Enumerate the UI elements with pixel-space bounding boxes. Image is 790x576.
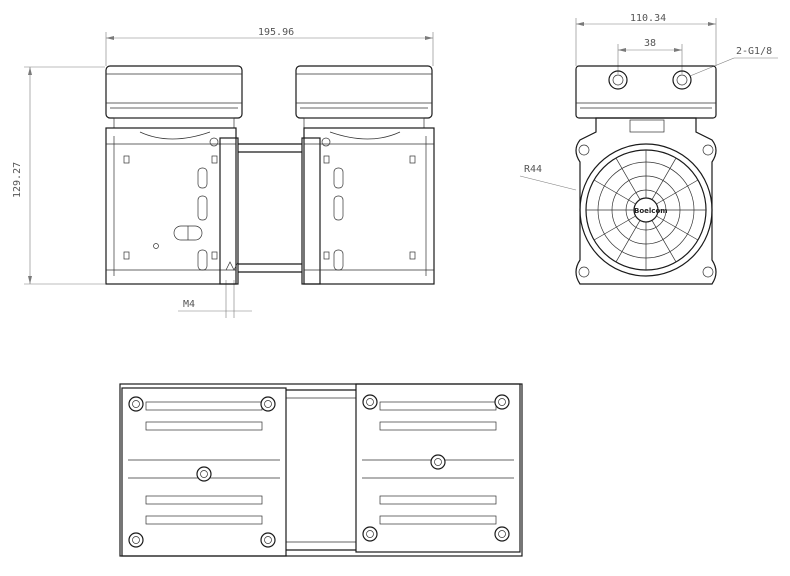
screw-center	[498, 530, 506, 538]
cooling-fin	[379, 421, 497, 431]
screw-head	[494, 394, 510, 410]
screw-center	[498, 398, 506, 406]
front-view: 195.96 129.27 M4	[12, 27, 435, 318]
mount-hole-bottom-left	[578, 266, 590, 278]
screw-head	[128, 532, 144, 548]
screw-head	[494, 526, 510, 542]
port-spacing-text: 38	[644, 38, 656, 49]
screw-head	[362, 394, 378, 410]
port-spacing-dimension: 38	[617, 38, 683, 74]
screw-center	[200, 470, 208, 478]
fan-radius-text: R44	[524, 164, 542, 175]
fan-spoke	[615, 220, 641, 263]
fan-guard: Boelcom	[579, 143, 713, 277]
cooling-fin	[145, 401, 263, 411]
top-view-frame	[119, 383, 523, 557]
left-pump-head	[105, 65, 243, 129]
side-view: 110.34 38 2-G1/8 R44	[519, 13, 778, 285]
fan-radius-callout: R44	[519, 164, 577, 191]
fan-spoke	[656, 215, 699, 241]
inlet-port	[608, 70, 628, 90]
screw-center	[366, 398, 374, 406]
fan-spoke	[656, 179, 699, 205]
top-view	[119, 383, 523, 557]
right-head-plate	[355, 383, 521, 553]
ports-callout: 2-G1/8	[689, 46, 778, 77]
motor-housing	[575, 117, 717, 285]
fan-spoke	[615, 157, 641, 200]
fan-brand-label: Boelcom	[634, 207, 668, 215]
width-dimension-text: 195.96	[258, 27, 294, 38]
cooling-fin	[379, 515, 497, 525]
side-width-dimension-text: 110.34	[630, 13, 666, 24]
mount-hole-top-left	[578, 144, 590, 156]
screw-center	[366, 530, 374, 538]
screw-center	[264, 400, 272, 408]
center-connector	[219, 137, 321, 285]
screw-head	[362, 526, 378, 542]
mount-hole-bottom-right	[702, 266, 714, 278]
right-pump-head	[295, 65, 433, 129]
height-dimension-text: 129.27	[12, 162, 23, 198]
fan-spoke	[651, 220, 677, 263]
outlet-port	[672, 70, 692, 90]
cooling-fin	[145, 515, 263, 525]
right-pump-body	[303, 127, 435, 285]
side-width-dimension: 110.34	[575, 13, 717, 66]
left-pump-body	[105, 127, 237, 285]
fan-spoke	[651, 157, 677, 200]
left-head-plate	[121, 387, 287, 557]
cooling-fin	[379, 495, 497, 505]
cooling-fin	[145, 421, 263, 431]
screw-center	[132, 536, 140, 544]
fan-spoke	[593, 215, 636, 241]
thread-dimension-text: M4	[183, 299, 195, 310]
fan-spoke	[593, 179, 636, 205]
height-dimension: 129.27	[12, 66, 105, 285]
screw-head	[260, 396, 276, 412]
screw-head	[196, 466, 212, 482]
cooling-fin	[379, 401, 497, 411]
screw-center	[132, 400, 140, 408]
screw-head	[430, 454, 446, 470]
mount-hole-top-right	[702, 144, 714, 156]
screw-center	[434, 458, 442, 466]
screw-head	[260, 532, 276, 548]
thread-dimension: M4	[178, 280, 252, 318]
width-dimension: 195.96	[105, 27, 434, 66]
cooling-fin	[145, 495, 263, 505]
screw-center	[264, 536, 272, 544]
screw-head	[128, 396, 144, 412]
ports-callout-text: 2-G1/8	[736, 46, 772, 57]
